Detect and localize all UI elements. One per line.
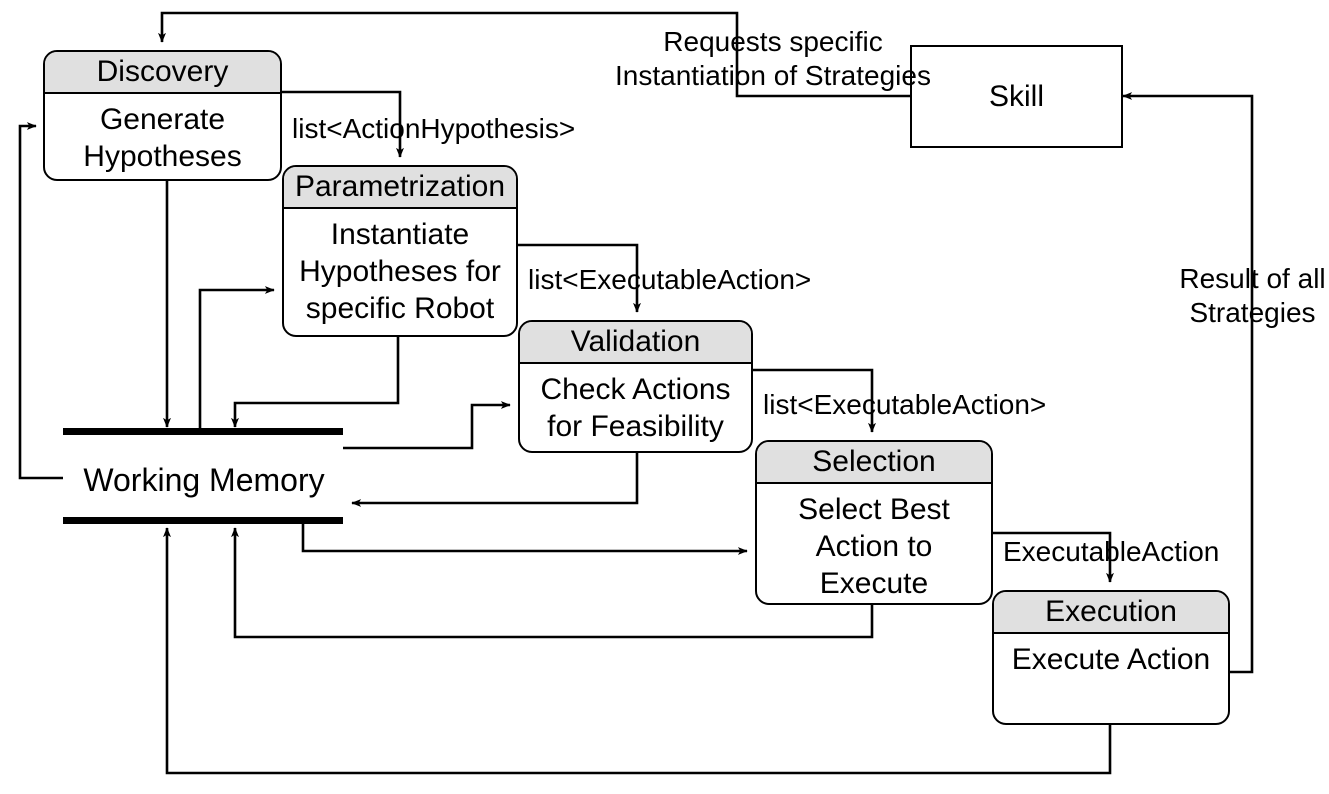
edge-label-requests-line1: Requests specific <box>663 26 883 57</box>
node-selection-header: Selection <box>757 442 991 484</box>
edge-parametrization-to-wm <box>231 337 400 428</box>
edge-label-requests-line2: Instantiation of Strategies <box>615 60 931 91</box>
node-execution-body-line1: Execute Action <box>1011 643 1211 676</box>
node-selection-body-line1: Select Best <box>798 493 950 526</box>
node-execution[interactable]: Execution Execute Action <box>992 590 1230 725</box>
working-memory-bottom-bar <box>63 517 343 524</box>
edge-label-executable-action-text: ExecutableAction <box>1003 536 1220 567</box>
node-discovery-header: Discovery <box>45 52 280 94</box>
edge-label-requests: Requests specific Instantiation of Strat… <box>608 25 938 93</box>
node-discovery-body: Generate Hypotheses <box>45 94 280 175</box>
edge-execution-to-skill <box>1122 92 1254 674</box>
node-validation[interactable]: Validation Check Actions for Feasibility <box>518 320 753 453</box>
working-memory-label: Working Memory <box>83 462 325 498</box>
node-parametrization-body-line3: specific Robot <box>305 292 495 325</box>
edge-label-result-line1: Result of all <box>1179 263 1326 294</box>
edge-wm-to-selection <box>301 520 748 555</box>
edge-parametrization-to-validation <box>518 243 641 313</box>
node-selection-body: Select Best Action to Execute <box>757 484 991 602</box>
edge-label-executable-action-list-2: list<ExecutableAction> <box>763 388 1046 422</box>
node-selection-body-line3: Execute <box>819 567 929 600</box>
edge-discovery-to-parametrization <box>282 90 404 158</box>
node-skill-label: Skill <box>988 79 1044 113</box>
edge-execution-to-wm <box>163 527 1112 775</box>
edge-wm-to-discovery <box>18 122 63 480</box>
edge-label-action-hypothesis: list<ActionHypothesis> <box>292 112 575 146</box>
edge-label-executable-action-list-1: list<ExecutableAction> <box>528 263 811 297</box>
node-selection[interactable]: Selection Select Best Action to Execute <box>755 440 993 605</box>
edge-wm-to-validation <box>343 401 511 450</box>
node-parametrization-body-line2: Hypotheses for <box>299 255 501 288</box>
node-parametrization-body: Instantiate Hypotheses for specific Robo… <box>284 209 516 327</box>
working-memory-top-bar <box>63 428 343 435</box>
edge-wm-to-parametrization <box>198 286 275 435</box>
edge-label-result-of-all-strategies: Result of all Strategies <box>1140 262 1329 330</box>
node-discovery[interactable]: Discovery Generate Hypotheses <box>43 50 282 181</box>
node-skill[interactable]: Skill <box>910 45 1123 148</box>
edge-validation-to-wm <box>351 453 639 507</box>
node-parametrization-header: Parametrization <box>284 167 516 209</box>
edge-skill-to-discovery <box>158 11 910 98</box>
node-discovery-body-line2: Hypotheses <box>83 140 242 173</box>
datastore-working-memory[interactable] <box>63 428 343 528</box>
node-parametrization[interactable]: Parametrization Instantiate Hypotheses f… <box>282 165 518 337</box>
node-validation-header: Validation <box>520 322 751 364</box>
node-parametrization-body-line1: Instantiate <box>330 218 470 251</box>
node-execution-body: Execute Action <box>994 634 1228 678</box>
edge-label-executable-action: ExecutableAction <box>1003 535 1219 569</box>
node-discovery-body-line1: Generate <box>99 103 226 136</box>
node-selection-body-line2: Action to <box>815 530 933 563</box>
edge-label-result-line2: Strategies <box>1189 297 1316 328</box>
edge-validation-to-selection <box>753 368 876 433</box>
edge-label-action-hypothesis-text: list<ActionHypothesis> <box>292 113 576 144</box>
node-validation-body-line1: Check Actions <box>540 373 731 406</box>
edge-label-executable-action-list-1-text: list<ExecutableAction> <box>528 264 812 295</box>
node-execution-header: Execution <box>994 592 1228 634</box>
node-validation-body: Check Actions for Feasibility <box>520 364 751 445</box>
node-validation-body-line2: for Feasibility <box>547 410 724 443</box>
edge-selection-to-execution <box>993 531 1114 583</box>
edge-selection-to-wm <box>231 527 874 639</box>
edge-label-executable-action-list-2-text: list<ExecutableAction> <box>763 389 1047 420</box>
